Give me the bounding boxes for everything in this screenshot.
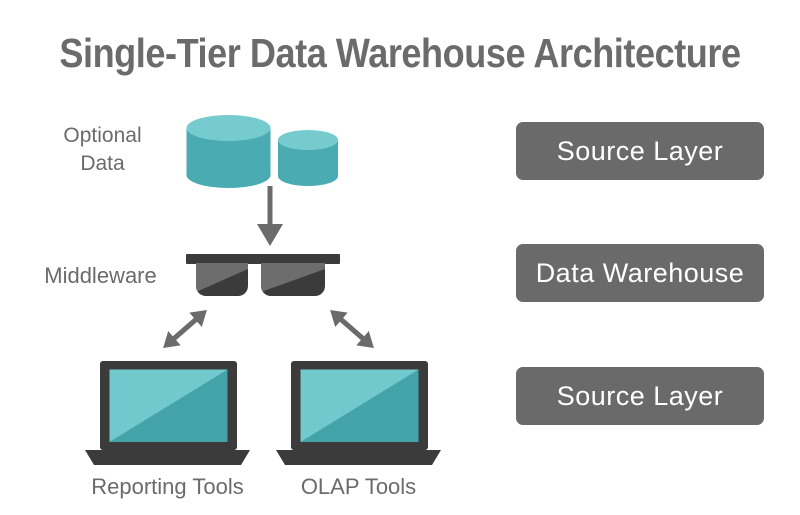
layer-box-label: Source Layer bbox=[556, 135, 724, 166]
double-arrow-icon bbox=[330, 309, 374, 349]
laptop-icon bbox=[276, 361, 441, 465]
layer-box-label: Source Layer bbox=[556, 380, 724, 411]
laptop-icon bbox=[85, 361, 250, 465]
diagram-title: Single-Tier Data Warehouse Architecture bbox=[59, 30, 741, 76]
sunglasses-icon bbox=[186, 254, 340, 296]
olap-tools-label: OLAP Tools bbox=[300, 474, 417, 499]
layer-box-source-bottom: Source Layer bbox=[516, 367, 764, 425]
optional-data-label: Optional Data bbox=[63, 124, 142, 176]
middleware-label: Middleware bbox=[44, 263, 157, 288]
database-icon bbox=[186, 115, 338, 188]
layer-box-label: Data Warehouse bbox=[535, 257, 745, 288]
down-arrow-icon bbox=[257, 186, 283, 246]
reporting-tools-label: Reporting Tools bbox=[91, 474, 244, 499]
double-arrow-icon bbox=[163, 309, 207, 349]
layer-box-data-warehouse: Data Warehouse bbox=[516, 244, 764, 302]
layer-box-source-top: Source Layer bbox=[516, 122, 764, 180]
